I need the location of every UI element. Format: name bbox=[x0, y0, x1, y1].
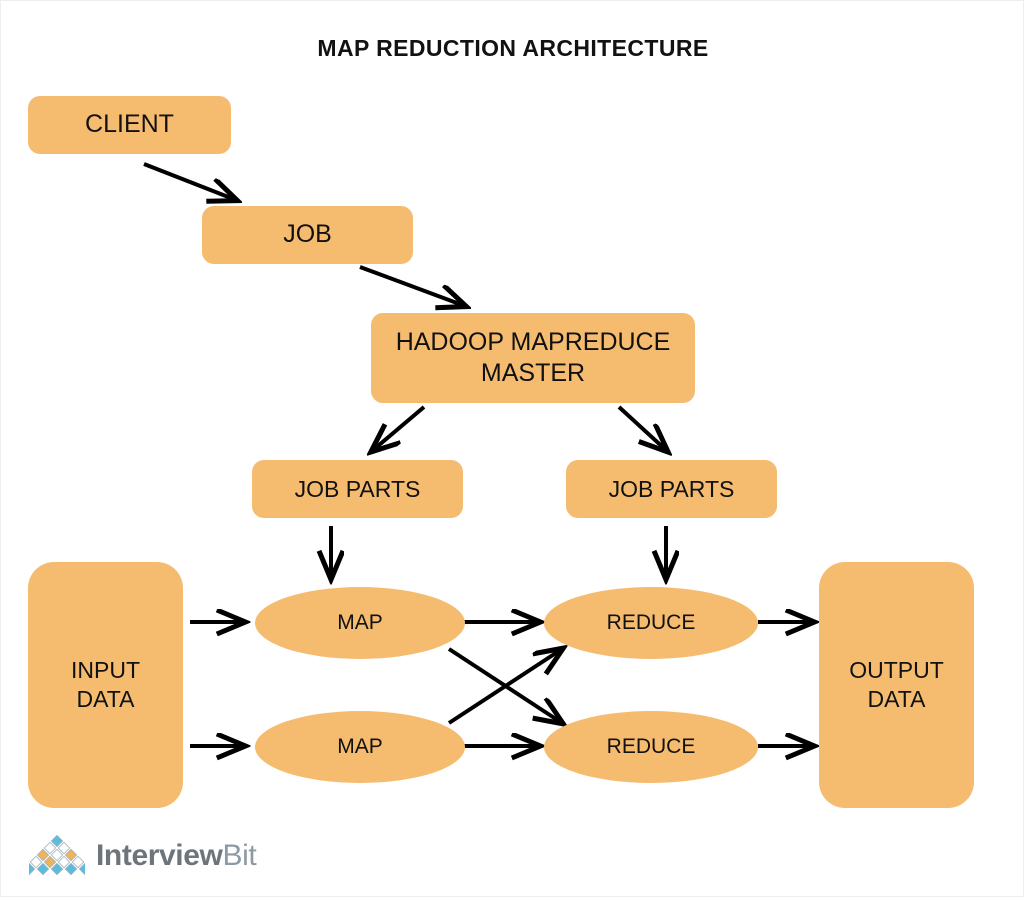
edge-master-to-jobparts-right bbox=[617, 405, 667, 451]
brand-word-bit: Bit bbox=[222, 839, 257, 872]
node-input-data[interactable]: INPUT DATA bbox=[28, 562, 183, 808]
page-title: MAP REDUCTION ARCHITECTURE bbox=[317, 35, 709, 61]
node-output-data-line2: DATA bbox=[867, 686, 926, 712]
edge-master-to-jobparts-left bbox=[372, 405, 426, 451]
node-reduce-top[interactable]: REDUCE bbox=[544, 587, 758, 659]
node-master-line1: HADOOP MAPREDUCE bbox=[395, 327, 671, 356]
node-output-data[interactable]: OUTPUT DATA bbox=[819, 562, 974, 808]
node-input-data-line2: DATA bbox=[76, 686, 135, 712]
brand-wordmark: InterviewBit bbox=[96, 839, 257, 873]
brand-watermark: InterviewBit bbox=[29, 835, 257, 877]
node-reduce-bottom[interactable]: REDUCE bbox=[544, 711, 758, 783]
node-job-parts-left[interactable]: JOB PARTS bbox=[252, 460, 463, 518]
edge-map-top-to-reduce-bottom bbox=[447, 647, 562, 723]
edge-map-bottom-to-reduce-top bbox=[447, 649, 562, 725]
node-client[interactable]: CLIENT bbox=[28, 96, 231, 154]
edge-client-to-job bbox=[143, 162, 236, 200]
node-hadoop-mapreduce-master[interactable]: HADOOP MAPREDUCE MASTER bbox=[371, 313, 695, 403]
node-job-parts-right[interactable]: JOB PARTS bbox=[566, 460, 777, 518]
edge-job-to-master bbox=[359, 265, 465, 306]
node-input-data-line1: INPUT bbox=[71, 657, 140, 684]
node-output-data-line1: OUTPUT bbox=[849, 657, 944, 684]
brand-word-interview: Interview bbox=[96, 839, 223, 872]
node-master-line2: MASTER bbox=[480, 359, 586, 387]
node-job[interactable]: JOB bbox=[202, 206, 413, 264]
node-map-top[interactable]: MAP bbox=[255, 587, 465, 659]
node-map-bottom[interactable]: MAP bbox=[255, 711, 465, 783]
interviewbit-diamond-logo bbox=[29, 835, 85, 876]
